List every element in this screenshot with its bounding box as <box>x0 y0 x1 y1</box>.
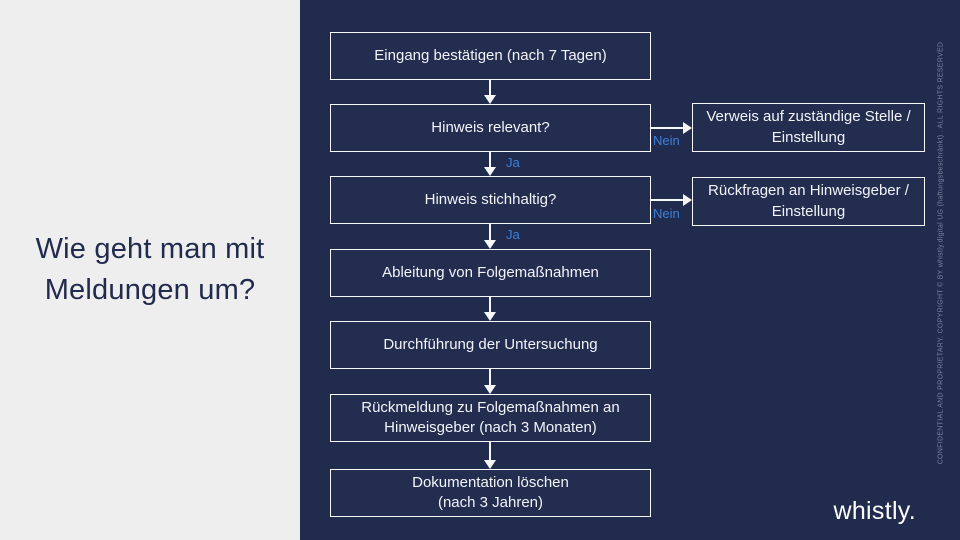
nein-label-2: Nein <box>653 206 680 221</box>
copyright-notice: CONFIDENTIAL AND PROPRIETARY. COPYRIGHT … <box>937 41 945 465</box>
arrow-down-icon <box>484 80 496 104</box>
arrow-stem <box>489 224 491 240</box>
arrow-right-icon <box>651 122 692 134</box>
arrow-stem <box>489 80 491 95</box>
flow-step-label: Hinweis stichhaltig? <box>424 190 557 208</box>
branch-box-rueckfragen: Rückfragen an Hinweisgeber / Einstellung <box>692 177 925 226</box>
nein-label-1: Nein <box>653 133 680 148</box>
flow-step-label: Rückmeldung zu Folgemaßnahmen an Hinweis… <box>361 398 620 436</box>
page-title: Wie geht man mit Meldungen um? <box>35 232 265 306</box>
arrow-head <box>683 122 692 134</box>
flow-step-dokumentation: Dokumentation löschen (nach 3 Jahren) <box>330 469 651 517</box>
arrow-stem <box>489 297 491 312</box>
flow-step-label: Eingang bestätigen (nach 7 Tagen) <box>374 46 607 64</box>
arrow-down-icon <box>484 224 496 249</box>
flow-step-label: Hinweis relevant? <box>431 118 550 136</box>
flow-step-label: Ableitung von Folgemaßnahmen <box>382 263 599 281</box>
branch-box-label: Rückfragen an Hinweisgeber / Einstellung <box>708 182 909 220</box>
flow-step-label: Dokumentation löschen (nach 3 Jahren) <box>412 473 569 511</box>
flow-step-rueckmeldung: Rückmeldung zu Folgemaßnahmen an Hinweis… <box>330 394 651 442</box>
flow-step-durchfuehrung: Durchführung der Untersuchung <box>330 321 651 369</box>
arrow-down-icon <box>484 152 496 176</box>
flow-step-eingang: Eingang bestätigen (nach 7 Tagen) <box>330 32 651 80</box>
arrow-head <box>484 95 496 104</box>
flow-step-relevant: Hinweis relevant? <box>330 104 651 152</box>
arrow-head <box>484 240 496 249</box>
arrow-head <box>484 167 496 176</box>
ja-label-1: Ja <box>506 155 520 170</box>
arrow-stem <box>489 442 491 460</box>
flow-step-label: Durchführung der Untersuchung <box>383 335 598 353</box>
arrow-stem <box>651 127 683 129</box>
arrow-stem <box>489 152 491 167</box>
flow-step-stichhaltig: Hinweis stichhaltig? <box>330 176 651 224</box>
branch-box-verweis: Verweis auf zuständige Stelle / Einstell… <box>692 103 925 152</box>
title-panel: Wie geht man mit Meldungen um? <box>0 0 300 540</box>
arrow-down-icon <box>484 369 496 394</box>
arrow-head <box>484 312 496 321</box>
arrow-down-icon <box>484 442 496 469</box>
flow-step-ableitung: Ableitung von Folgemaßnahmen <box>330 249 651 297</box>
arrow-down-icon <box>484 297 496 321</box>
arrow-stem <box>651 199 683 201</box>
arrow-head <box>683 194 692 206</box>
ja-label-2: Ja <box>506 227 520 242</box>
branch-box-label: Verweis auf zuständige Stelle / Einstell… <box>706 108 911 146</box>
whistly-logo: whistly. <box>833 497 916 525</box>
arrow-right-icon <box>651 194 692 206</box>
arrow-head <box>484 385 496 394</box>
arrow-stem <box>489 369 491 385</box>
arrow-head <box>484 460 496 469</box>
